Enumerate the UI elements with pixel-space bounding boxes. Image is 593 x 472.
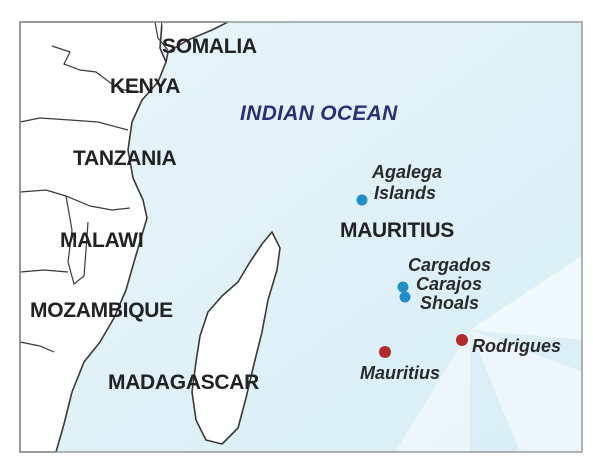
light-ray [470, 330, 583, 452]
africa-landmass [19, 21, 167, 453]
label-mauritius-island: Mauritius [360, 363, 441, 383]
label-madagascar: MADAGASCAR [108, 371, 259, 394]
border-mozambique-west [19, 341, 55, 353]
border-somalia-kenya [154, 21, 169, 51]
label-cargados-2: Carajos [416, 274, 483, 294]
map-border [19, 21, 583, 453]
cargados-marker-2 [399, 291, 411, 303]
label-cargados-1: Cargados [408, 255, 492, 275]
border-kenya-tanzania [19, 117, 129, 131]
agalega-marker [356, 194, 368, 206]
label-mozambique: MOZAMBIQUE [30, 299, 173, 322]
label-indian-ocean: INDIAN OCEAN [240, 102, 398, 125]
border-tanzania-malawi [19, 189, 131, 211]
label-somalia: SOMALIA [162, 35, 257, 58]
label-mauritius-country: MAURITIUS [340, 219, 454, 242]
rodrigues-marker [456, 334, 468, 346]
madagascar-island [191, 231, 281, 445]
label-agalega-2: Islands [374, 183, 437, 203]
border-malawi-lake [65, 195, 89, 286]
light-ray [395, 330, 470, 452]
border-malawi-mozambique [19, 269, 69, 273]
light-ray [470, 255, 583, 340]
label-agalega-1: Agalega [372, 162, 443, 182]
cargados-marker-1 [397, 281, 409, 293]
label-rodrigues: Rodrigues [472, 336, 562, 356]
label-kenya: KENYA [110, 75, 181, 98]
mauritius-marker [379, 346, 391, 358]
label-tanzania: TANZANIA [73, 147, 177, 170]
label-malawi: MALAWI [60, 229, 144, 252]
label-cargados-3: Shoals [420, 293, 480, 313]
border-kenya-north [51, 45, 141, 93]
